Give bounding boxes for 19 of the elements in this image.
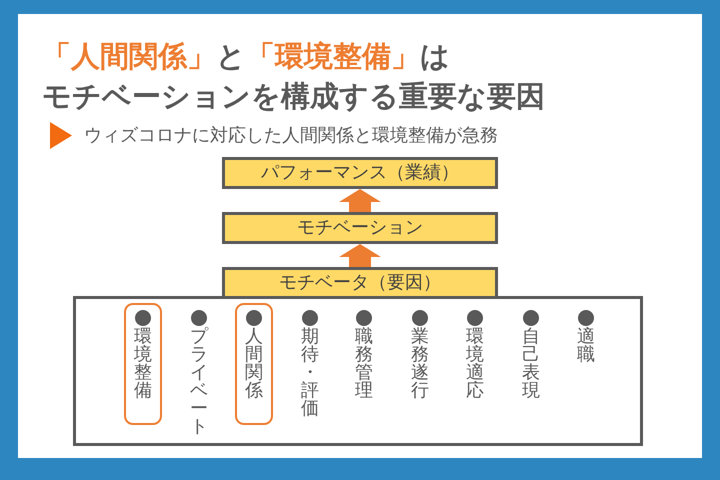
- block-arrow: [339, 189, 381, 212]
- outline-frame: [73, 296, 643, 446]
- item-label: 業務遂行: [411, 328, 429, 400]
- item-label: 職務管理: [355, 328, 373, 400]
- item-label: 適職: [577, 328, 595, 364]
- item-label: 期待・評価: [301, 328, 319, 418]
- highlight-frame: [124, 303, 162, 425]
- highlight-frame: [235, 303, 273, 425]
- title: 「人間関係」と「環境整備」はモチベーションを構成する重要な要因: [42, 38, 546, 115]
- item-label: 人間関係: [245, 328, 263, 400]
- level-box: モチベータ（要因）: [222, 267, 498, 299]
- item-label: 自己表現: [522, 328, 540, 400]
- item-label: プライベート: [190, 328, 208, 436]
- level-box: パフォーマンス（業績）: [222, 157, 498, 189]
- level-box: モチベーション: [222, 212, 498, 244]
- item-label: 環境整備: [134, 328, 152, 400]
- item-label: 環境適応: [466, 328, 484, 400]
- subtitle: ウィズコロナに対応した人間関係と環境整備が急務: [84, 124, 498, 148]
- block-arrow: [339, 244, 381, 267]
